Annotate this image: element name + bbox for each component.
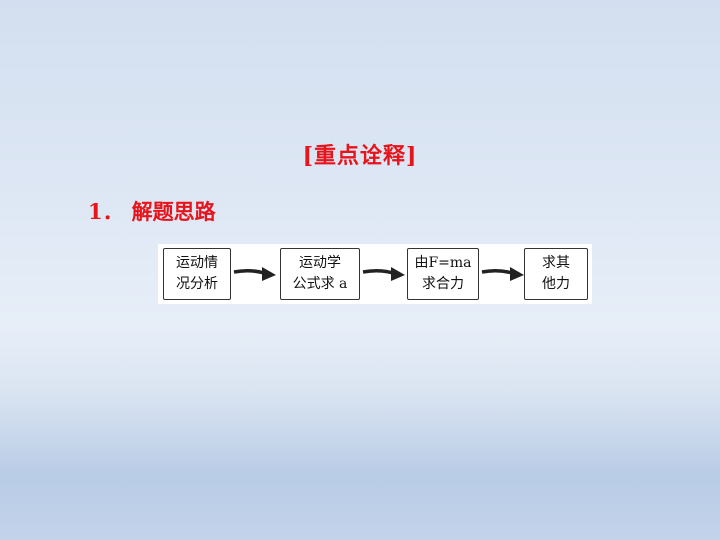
flow-step-line: 由F=ma — [414, 255, 472, 271]
flow-step-kinematics: 运动学 公式求 a — [280, 248, 360, 300]
flow-step-line: 运动学 — [299, 255, 341, 271]
section-title: [重点诠释] — [302, 143, 418, 169]
flow-step-line: 求合力 — [422, 276, 464, 292]
flow-step-line: 他力 — [542, 276, 570, 292]
flow-diagram: 运动情 况分析 运动学 公式求 a 由F=ma 求合力 求其 他力 — [158, 244, 592, 304]
flow-step-resultant-force: 由F=ma 求合力 — [407, 248, 479, 300]
flow-step-motion-analysis: 运动情 况分析 — [163, 248, 231, 300]
flow-step-other-forces: 求其 他力 — [524, 248, 588, 300]
heading-text: 解题思路 — [131, 199, 216, 224]
right-arrow-icon — [362, 267, 405, 281]
flow-step-line: 求其 — [542, 255, 570, 271]
right-arrow-icon — [233, 267, 276, 281]
heading-number: 1． — [88, 199, 124, 224]
flow-step-line: 公式求 a — [292, 276, 348, 292]
heading: 1． 解题思路 — [88, 196, 216, 226]
flow-step-line: 运动情 — [176, 255, 218, 271]
flow-step-line: 况分析 — [176, 276, 218, 292]
right-arrow-icon — [481, 267, 524, 281]
